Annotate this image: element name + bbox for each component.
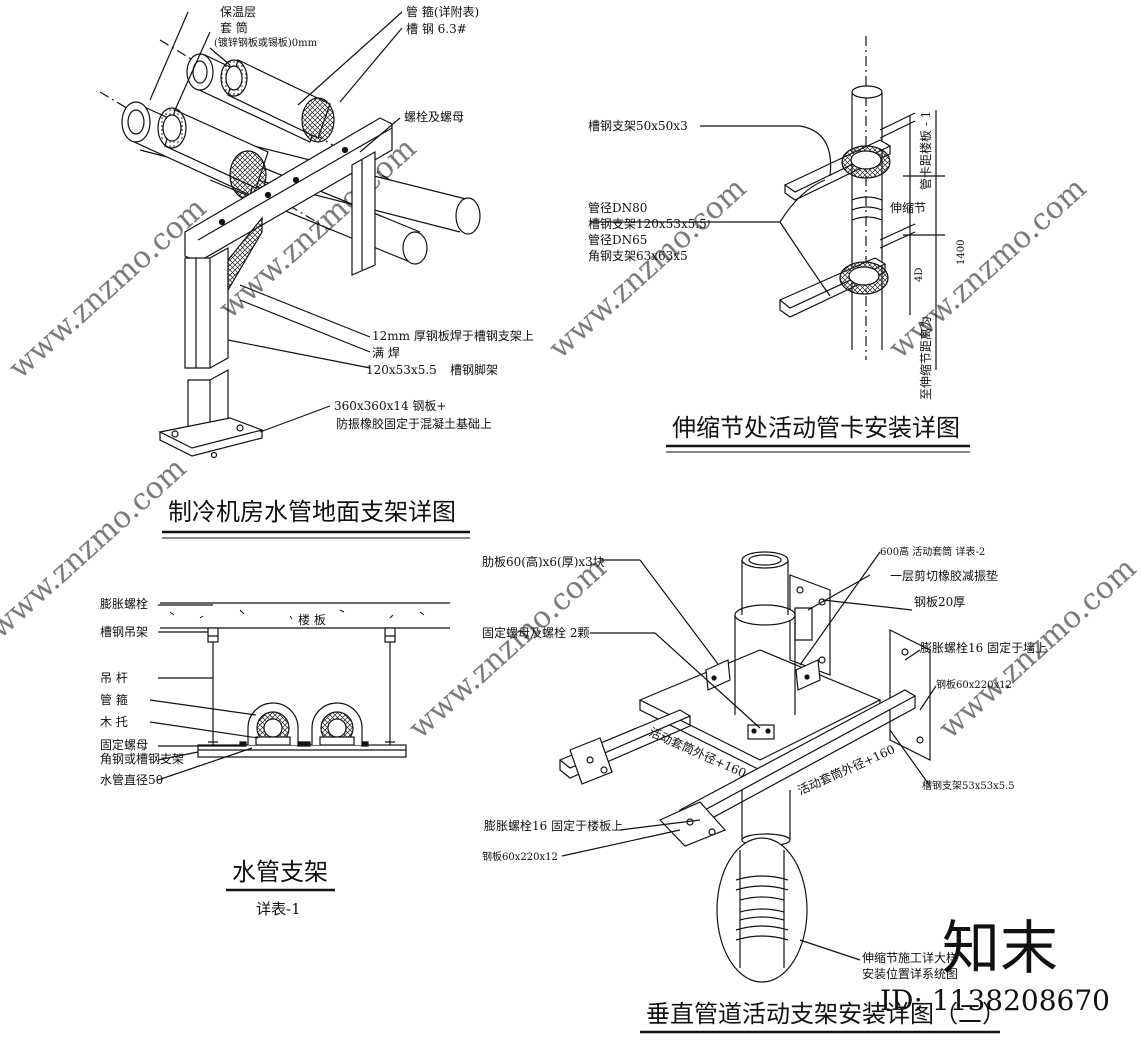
floor-support-title: 制冷机房水管地面支架详图 <box>168 498 456 526</box>
pipe-hanger-title: 水管支架 <box>232 858 328 886</box>
top-distance-note: 管卡距楼板 - 1 <box>918 111 933 190</box>
watermark-text: www.znzmo.com <box>2 191 213 386</box>
fix-nut-label: 固定螺母 <box>100 737 148 752</box>
base-plate-label: 360x360x14 钢板+ <box>334 399 446 413</box>
sleeve-600-label: 600高 活动套筒 详表-2 <box>880 545 985 558</box>
plate-weld-label: 12mm 厚钢板焊于槽钢支架上 <box>372 328 534 343</box>
floor-support-detail <box>99 11 481 459</box>
base-note-label: 防振橡胶固定于混凝土基础上 <box>336 416 492 431</box>
rib-plate-label: 肋板60(高)x6(厚)x3块 <box>482 554 605 569</box>
hanger-pipe <box>311 702 363 746</box>
pipe-dn80-label: 管径DN80 <box>588 200 647 215</box>
channel-spec-label: 120x53x5.5 <box>366 363 437 377</box>
hanger-pipe <box>247 702 299 746</box>
steel-plate-20-label: 钢板20厚 <box>914 595 965 609</box>
wall-bolt-label: 膨胀螺栓16 固定于墙上 <box>920 640 1047 655</box>
channel-hanger-label: 槽钢吊架 <box>100 625 148 639</box>
watermark-text: www.znzmo.com <box>0 451 193 646</box>
expansion-note-1: 伸缩节施工详大样 <box>862 950 958 965</box>
expansion-clamp-detail <box>590 36 945 370</box>
rod-label: 吊 杆 <box>100 671 128 685</box>
steel-plate-bottom-label: 钢板60x220x12 <box>482 850 558 863</box>
wood-support-label: 木 托 <box>100 715 128 729</box>
expansion-clamp-title: 伸缩节处活动管卡安装详图 <box>672 414 960 442</box>
expansion-bolt-label: 膨胀螺栓 <box>100 596 148 611</box>
fix-bolt-label: 固定螺母及螺栓 2颗 <box>482 625 589 640</box>
steel-plate-220-label: 钢板60x220x12 <box>936 678 1012 691</box>
bolt-nut-label: 螺栓及螺母 <box>404 109 464 124</box>
vertical-support-title: 垂直管道活动支架安装详图（二） <box>646 1000 1006 1028</box>
pipe-hanger-detail <box>149 602 450 781</box>
channel-leg-label: 槽钢脚架 <box>450 362 498 377</box>
full-weld-label: 满 焊 <box>372 345 400 360</box>
brand-logo-text: 知末 <box>942 914 1058 982</box>
expansion-clamp-labels: 槽钢支架50x50x3 管径DN80 槽钢支架120x53x5.5 管径DN65… <box>588 111 970 453</box>
pipe-hanger-labels: 膨胀螺栓 楼 板 槽钢吊架 吊 杆 管 箍 木 托 固定螺母 角钢或槽钢支架 水… <box>100 596 335 918</box>
sleeve-label: 套 筒 <box>220 20 248 35</box>
vertical-support-detail <box>558 551 937 983</box>
watermark-text: www.znzmo.com <box>542 171 753 366</box>
channel-bracket-label: 槽钢支架53x53x5.5 <box>922 779 1015 792</box>
floor-slab-label: 楼 板 <box>298 612 326 627</box>
channel-label: 槽 钢 6.3# <box>406 22 467 36</box>
bottom-distance-note: 至伸缩节距离为 <box>918 316 933 400</box>
sleeve-note: (镀锌钢板或锡板)0mm <box>214 36 318 49</box>
brand-watermark: 知末 ID: 1138208670 <box>880 914 1110 1017</box>
watermark-text: www.znzmo.com <box>402 551 613 746</box>
clamp-label: 管 箍 <box>100 692 128 707</box>
rubber-pad-label: 一层剪切橡胶减振垫 <box>890 568 998 583</box>
pipe-dia-label: 水管直径50 <box>100 772 163 787</box>
channel-bracket-spec-label: 槽钢支架120x53x5.5 <box>588 217 707 231</box>
floor-bolt-label: 膨胀螺栓16 固定于楼板上 <box>484 818 623 833</box>
brand-id-text: ID: 1138208670 <box>880 984 1110 1017</box>
floor-support-labels: 保温层 套 筒 (镀锌钢板或锡板)0mm 管 箍(详附表) 槽 钢 6.3# 螺… <box>162 4 534 539</box>
pipe-hanger-subtitle: 详表-1 <box>256 900 301 918</box>
dim-4d: 4D <box>914 268 925 282</box>
insulation-label: 保温层 <box>220 5 256 19</box>
dim-1400: 1400 <box>956 240 967 265</box>
channel-bracket-top-label: 槽钢支架50x50x3 <box>588 119 688 133</box>
pipe-clamp-label: 管 箍(详附表) <box>406 4 479 19</box>
angle-bracket-label: 角钢支架63x63x5 <box>588 249 688 263</box>
pipe-dn65-label: 管径DN65 <box>588 232 647 247</box>
expansion-note-2: 安装位置详系统图 <box>862 966 958 981</box>
angle-channel-label: 角钢或槽钢支架 <box>100 752 184 766</box>
expansion-joint-label: 伸缩节 <box>890 200 926 215</box>
